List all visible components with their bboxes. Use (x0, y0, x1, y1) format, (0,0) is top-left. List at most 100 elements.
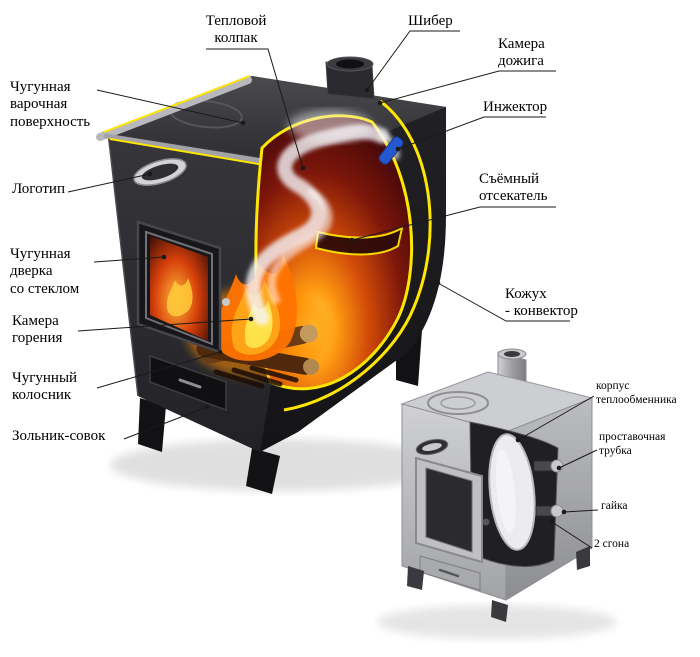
leader-dot (349, 237, 355, 243)
leader-dot (240, 120, 246, 126)
label-heat-cap: Тепловой колпак (196, 13, 276, 48)
label-ash-pan: Зольник-совок (12, 428, 105, 445)
label-line: отсекатель (479, 188, 548, 205)
label-line: Чугунный (12, 370, 78, 386)
union-nut-lower (550, 504, 564, 518)
label-line: Тепловой (205, 13, 267, 29)
label-line: Инжектор (483, 99, 548, 115)
label-line: дожига (498, 53, 544, 70)
label-line: Логотип (12, 181, 65, 197)
label-removable-baffle: Съёмный отсекатель (479, 171, 547, 206)
log-end (299, 324, 318, 343)
small-logo-plate (415, 438, 449, 456)
top-rim-silver-left (96, 76, 252, 141)
leader-cooking-surface (96, 89, 244, 124)
door-inner-frame (145, 230, 213, 346)
leader-nut (563, 509, 599, 513)
small-ash-handle (438, 568, 460, 578)
leader-dot (377, 100, 383, 106)
label-line: проставочная (599, 431, 666, 443)
leader-dot (147, 171, 153, 177)
smoke-wisp (267, 188, 333, 304)
stove-door (136, 220, 230, 354)
label-grate: Чугунный колосник (12, 370, 77, 405)
leader-dot (435, 280, 441, 286)
leader-two-unions (551, 521, 593, 549)
leader-spacer-tube (558, 449, 598, 469)
label-casing-convector: Кожух - конвектор (505, 286, 578, 321)
cut-line-top-left (103, 75, 251, 133)
leader-dot (248, 316, 254, 322)
pipe-hole (504, 351, 520, 357)
heat-exchanger-highlight (495, 448, 516, 533)
label-afterburn-chamber: Камера дожига (498, 36, 545, 71)
label-line: Чугунная (10, 246, 71, 262)
label-damper: Шибер (408, 13, 453, 30)
label-line: гайка (601, 500, 628, 512)
leader-dot (395, 146, 401, 152)
label-line: варочная (10, 96, 68, 113)
label-combustion-chamber: Камера горения (12, 313, 62, 348)
leader-heat-cap (206, 48, 304, 169)
leg-front-left (138, 398, 166, 452)
front-edge-highlight (107, 131, 139, 397)
label-line: со стеклом (10, 280, 80, 297)
label-line: Чугунная (10, 79, 71, 95)
leader-logo (67, 173, 151, 193)
ash-drawer-handle (178, 378, 202, 389)
leader-injector (397, 116, 546, 150)
log-end (303, 358, 320, 375)
leader-dot (561, 509, 567, 515)
label-line: поверхность (10, 113, 91, 130)
ash-pan-drawer (149, 354, 227, 412)
label-line: колосник (12, 387, 72, 404)
label-line: корпус (596, 380, 630, 392)
leader-lines (67, 30, 599, 549)
small-logo-inner (422, 442, 442, 452)
leader-dot (300, 165, 306, 171)
label-two-unions: 2 сгона (594, 538, 629, 552)
label-heat-exchanger-body: корпус теплообменника (596, 380, 677, 408)
small-burner-ring-inner (440, 396, 476, 410)
label-line: Зольник-совок (12, 428, 106, 444)
leader-dots (147, 87, 567, 525)
leader-dot (515, 437, 521, 443)
label-injector: Инжектор (483, 99, 547, 116)
leader-damper (366, 30, 460, 91)
small-door-handle (482, 518, 490, 526)
small-door-glass (425, 467, 473, 553)
label-cooking-surface: Чугунная варочная поверхность (10, 79, 90, 131)
logo-inner (141, 163, 179, 181)
heat-cap-smoke (288, 110, 372, 142)
stove-small (377, 348, 617, 639)
small-leg (576, 546, 590, 570)
label-door: Чугунная дверка со стеклом (10, 246, 79, 298)
label-line: колпак (214, 30, 258, 47)
small-leg (491, 600, 508, 622)
logo-plate (133, 158, 187, 186)
removable-baffle (314, 225, 404, 256)
label-line: - конвектор (505, 303, 578, 320)
label-line: Шибер (408, 13, 453, 29)
label-line: Съёмный (479, 171, 540, 187)
leader-dot (161, 254, 167, 260)
leader-grate (96, 351, 221, 389)
leader-dot (364, 87, 370, 93)
label-line: Камера (12, 313, 59, 329)
small-legs (407, 546, 590, 622)
injector-nozzle (378, 136, 404, 165)
grate-bars (213, 365, 299, 389)
stove-main-cutaway (96, 56, 450, 494)
leader-ash-pan (123, 406, 208, 440)
label-spacer-tube: проставочная трубка (599, 431, 665, 459)
main-stove-shadow (110, 439, 450, 491)
chimney-damper (325, 56, 375, 100)
leader-dot (556, 465, 562, 471)
union-nut-upper (550, 459, 564, 473)
label-line: дверка (10, 263, 53, 280)
fittings (533, 459, 564, 518)
leader-afterburn-chamber (379, 70, 556, 104)
leader-casing-convector (437, 282, 570, 322)
chimney-hole (336, 59, 364, 69)
label-line: Камера (498, 36, 545, 52)
